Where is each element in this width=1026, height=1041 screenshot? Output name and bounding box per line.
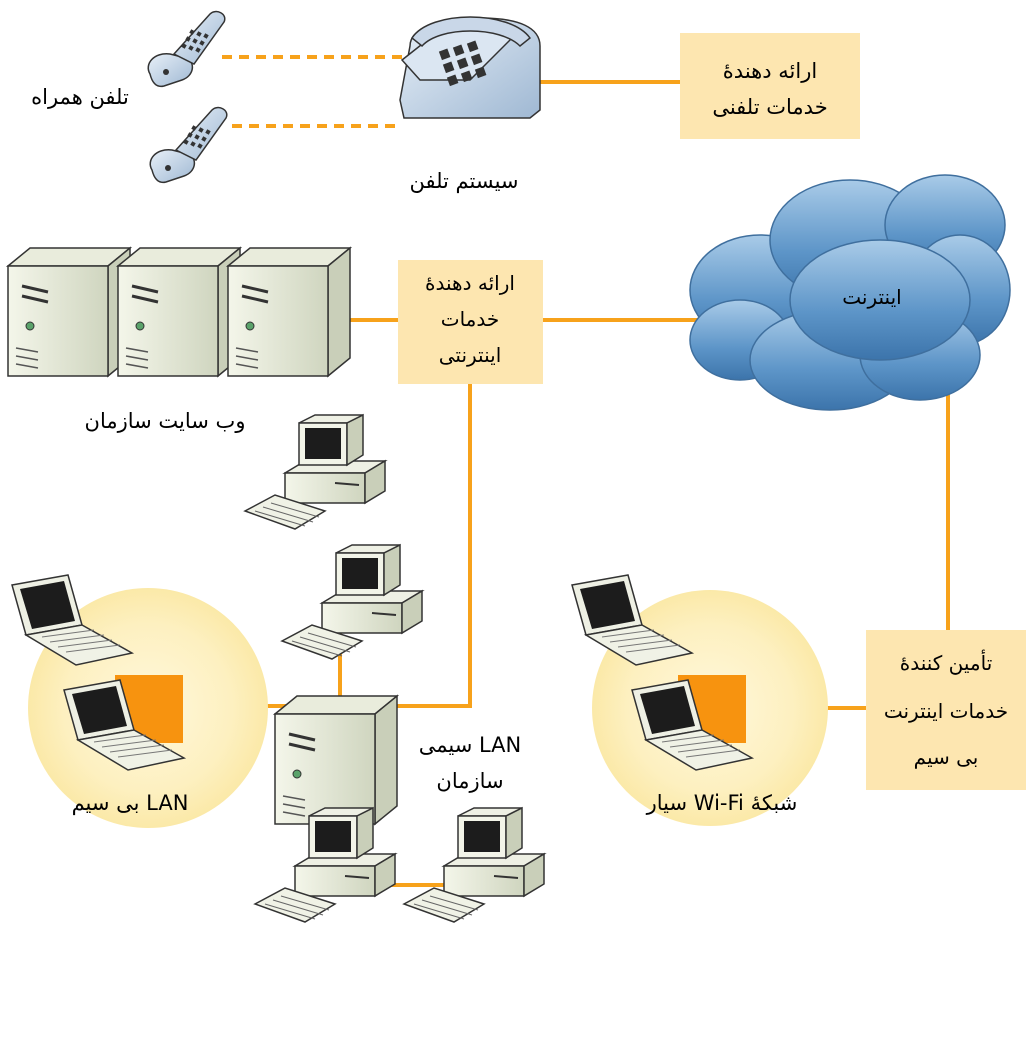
phone-provider-line-2: خدمات تلفنی — [712, 95, 827, 119]
wired-lan-line-1: LAN سیمی — [419, 733, 522, 757]
server-icon — [6, 246, 132, 378]
wireless-isp-box: تأمین کنندۀ خدمات اینترنت بی سیم — [866, 630, 1026, 790]
internet-provider-box: ارائه دهندۀ خدمات اینترنتی — [398, 260, 543, 384]
internet-provider-line-1: ارائه دهندۀ — [425, 271, 515, 295]
desktop-computer-icon — [403, 807, 545, 923]
internet-label: اینترنت — [842, 285, 901, 309]
desktop-computer-icon — [244, 414, 386, 530]
wired-lan-line-2: سازمان — [436, 769, 503, 793]
server-icon — [116, 246, 242, 378]
org-website-label: وب سایت سازمان — [85, 409, 246, 433]
wireless-isp-line-1: تأمین کنندۀ — [900, 649, 993, 675]
wireless-isp-line-3: بی سیم — [914, 745, 979, 769]
desktop-computer-icon — [281, 544, 423, 660]
wireless-isp-line-2: خدمات اینترنت — [884, 699, 1008, 723]
lan-server-icon — [273, 694, 399, 826]
wireless-lan-label: LAN بی سیم — [72, 791, 189, 816]
mobile-phone-icon — [147, 10, 226, 88]
internet-provider-line-3: اینترنتی — [439, 343, 502, 367]
phone-provider-box: ارائه دهندۀ خدمات تلفنی — [680, 33, 860, 139]
phone-system-label: سیستم تلفن — [409, 169, 518, 194]
internet-provider-line-2: خدمات — [441, 307, 500, 331]
wifi-network-label: شبکۀ Wi-Fi سیار — [646, 791, 798, 815]
internet-cloud: اینترنت — [689, 174, 1011, 411]
web-servers — [6, 246, 352, 378]
mobile-phone-label: تلفن همراه — [31, 85, 129, 109]
mobile-phone-icon — [149, 106, 228, 184]
desk-phone-icon — [399, 16, 541, 119]
phone-provider-line-1: ارائه دهندۀ — [723, 59, 817, 83]
desktop-computer-icon — [254, 807, 396, 923]
server-icon — [226, 246, 352, 378]
